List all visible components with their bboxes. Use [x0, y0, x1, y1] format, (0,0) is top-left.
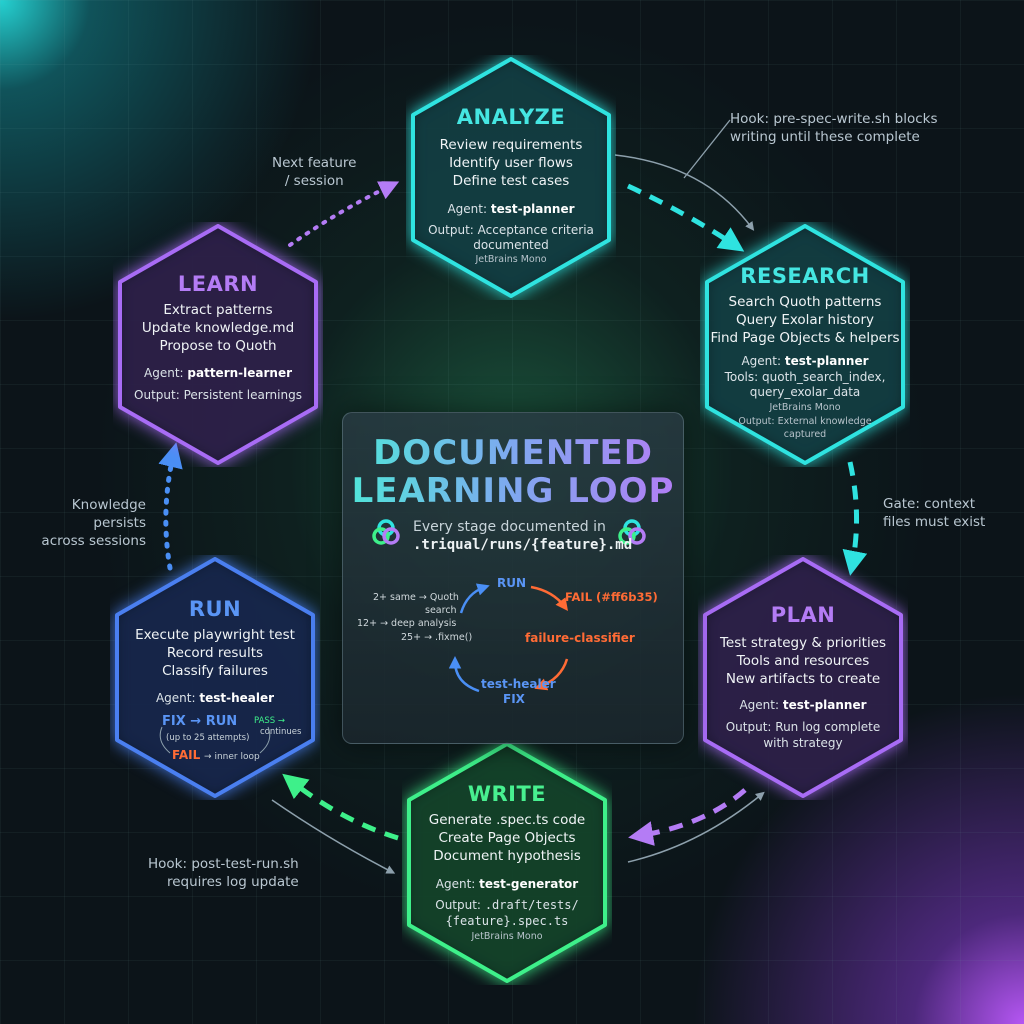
stage-line: Record results: [166, 645, 264, 661]
hook-pre-leader: [614, 154, 755, 231]
stage-title: RUN: [188, 597, 242, 621]
font-note: JetBrains Mono: [475, 254, 547, 265]
inner-loop-fix: FIX → RUN: [162, 714, 238, 729]
stage-agent: Agent: test-generator: [435, 877, 579, 891]
stage-research: RESEARCH Search Quoth patterns Query Exo…: [700, 222, 910, 467]
center-title-line2: LEARNING LOOP: [343, 471, 683, 511]
inner-loop-attempts: (up to 25 attempts): [166, 733, 250, 743]
center-subtitle: Every stage documented in: [413, 519, 606, 535]
stage-line: Execute playwright test: [135, 627, 295, 643]
stage-line: Search Quoth patterns: [728, 294, 882, 310]
stage-analyze: ANALYZE Review requirements Identify use…: [406, 55, 616, 300]
mini-loop-rule: 25+ → .fixme(): [401, 632, 473, 643]
stage-title: PLAN: [770, 603, 836, 627]
stage-agent: Agent: test-healer: [155, 691, 275, 705]
mini-loop-rule: 2+ same → Quoth: [373, 592, 459, 603]
stage-output: Output: External knowledge: [738, 416, 872, 427]
font-note: JetBrains Mono: [471, 931, 543, 942]
triquetra-icon: [372, 519, 400, 545]
stage-title: LEARN: [177, 272, 259, 296]
mini-loop-run: RUN: [497, 576, 527, 590]
stage-output-cont: documented: [473, 238, 549, 252]
stage-output-cont: {feature}.spec.ts: [445, 914, 569, 928]
annotation-next-feature: Next feature/ session: [272, 155, 357, 189]
stage-line: Find Page Objects & helpers: [710, 330, 900, 346]
stage-line: Tools and resources: [736, 653, 870, 669]
mini-loop-fix: FIX: [503, 692, 525, 706]
stage-agent: Agent: test-planner: [741, 354, 869, 368]
mini-loop-healer: test-healer: [481, 677, 556, 691]
stage-line: New artifacts to create: [725, 671, 881, 687]
stage-title: RESEARCH: [740, 264, 870, 288]
stage-title: ANALYZE: [456, 105, 566, 129]
stage-line: Create Page Objects: [438, 830, 576, 846]
stage-agent: Agent: test-planner: [447, 202, 575, 216]
mini-loop-arrows: [448, 583, 569, 693]
stage-output-cont: captured: [783, 429, 827, 440]
stage-tools-cont: query_exolar_data: [749, 385, 861, 399]
stage-line: Extract patterns: [163, 302, 273, 318]
stage-tools: Tools: quoth_search_index,: [724, 370, 886, 384]
stage-agent: Agent: test-planner: [739, 698, 867, 712]
stage-output: Output: .draft/tests/: [435, 898, 579, 912]
stage-line: Document hypothesis: [433, 848, 581, 864]
stage-line: Generate .spec.ts code: [428, 812, 586, 828]
mini-loop-fail: FAIL (#ff6b35): [565, 590, 658, 604]
inner-loop-pass: PASS →: [254, 716, 286, 726]
arrow-plan-write: [628, 788, 747, 846]
stage-line: Test strategy & priorities: [719, 635, 887, 651]
stage-title: WRITE: [467, 782, 547, 806]
stage-write: WRITE Generate .spec.ts code Create Page…: [402, 740, 612, 985]
stage-output: Output: Run log complete: [725, 720, 881, 734]
stage-output: Output: Persistent learnings: [134, 388, 302, 402]
mini-loop-rule: 12+ → deep analysis: [357, 618, 457, 629]
inner-loop-fail: FAIL → inner loop: [172, 748, 260, 762]
arrow-research-plan: [842, 461, 868, 576]
stage-line: Classify failures: [162, 663, 268, 679]
center-path: .triqual/runs/{feature}.md: [413, 537, 633, 553]
stage-line: Propose to Quoth: [159, 338, 277, 354]
stage-learn: LEARN Extract patterns Update knowledge.…: [113, 222, 323, 467]
hook-post-leader: [271, 799, 396, 874]
stage-agent: Agent: pattern-learner: [144, 366, 292, 380]
stage-line: Identify user flows: [449, 155, 573, 171]
center-panel: DOCUMENTED LEARNING LOOP Every stage doc…: [342, 412, 684, 744]
stage-output: Output: Acceptance criteria: [428, 223, 594, 237]
arrow-write-run: [282, 773, 399, 841]
inner-loop-continues: continues: [260, 727, 302, 737]
font-note: JetBrains Mono: [769, 402, 841, 413]
mini-loop-rule: search: [425, 605, 457, 616]
center-title-line1: DOCUMENTED: [343, 433, 683, 473]
arrow-learn-analyze: [288, 181, 400, 247]
stage-line: Update knowledge.md: [141, 320, 295, 336]
stage-line: Define test cases: [452, 173, 570, 189]
stage-line: Query Exolar history: [736, 312, 874, 328]
plan-write-leader: [627, 791, 765, 863]
arrow-run-learn: [158, 442, 183, 571]
stage-output-cont: with strategy: [763, 736, 843, 750]
stage-line: Review requirements: [439, 137, 583, 153]
triquetra-icon: [618, 519, 646, 545]
mini-loop-classifier: failure-classifier: [525, 631, 635, 645]
stage-plan: PLAN Test strategy & priorities Tools an…: [698, 555, 908, 800]
stage-run: RUN Execute playwright test Record resul…: [110, 555, 320, 800]
